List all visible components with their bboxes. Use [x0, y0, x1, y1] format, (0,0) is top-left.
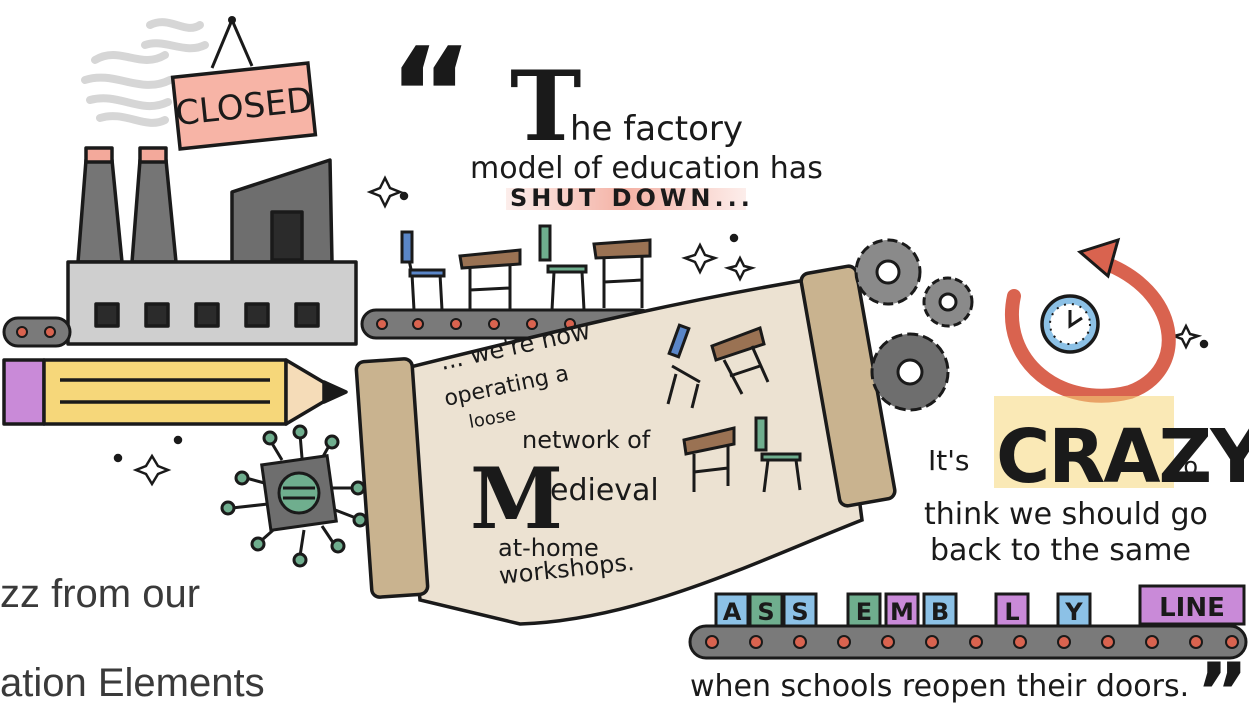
crazy-text: CRAZY	[996, 414, 1249, 500]
gears-icon	[854, 238, 974, 412]
assembly-letter: S	[791, 598, 808, 626]
assembly-letter: A	[723, 598, 742, 626]
quote-line-2: model of education has	[470, 151, 823, 186]
assembly-letter: E	[856, 598, 872, 626]
scroll-drop-cap: M	[470, 449, 563, 548]
open-quote-mark: “	[388, 19, 473, 171]
clock-icon	[1005, 237, 1176, 403]
smoke-icon	[81, 18, 209, 127]
quote-drop-cap: T	[510, 50, 581, 163]
sparkle-icon	[113, 175, 1209, 487]
scroll-line-6: at-home	[498, 534, 599, 562]
to-text: to	[1174, 452, 1198, 480]
close-quote-mark: ”	[1196, 646, 1249, 713]
scroll-text: ... we're now operating a loose network …	[437, 317, 658, 590]
scroll-line-5: edieval	[550, 473, 659, 508]
closing-line: when schools reopen their doors. ”	[690, 646, 1249, 713]
scroll	[354, 264, 897, 626]
quote-block: “ T he factory model of education has SH…	[388, 19, 823, 212]
background-text-line-2: ation Elements	[0, 661, 265, 705]
assembly-letter: B	[931, 598, 949, 626]
assembly-letter: S	[757, 598, 774, 626]
factory-icon	[66, 146, 358, 346]
background-text-line-1: zz from our	[0, 572, 201, 616]
chip-icon	[220, 424, 368, 568]
scattered-furniture	[666, 323, 802, 493]
its-text: It's	[928, 444, 970, 477]
assembly-letters: A S S E M B L Y LINE	[723, 593, 1225, 626]
quote-line-1: he factory	[570, 109, 743, 149]
assembly-letter: L	[1004, 598, 1019, 626]
pencil-icon	[2, 358, 348, 426]
right-line-2: think we should go	[924, 497, 1208, 532]
right-text: It's CRAZY to think we should go back to…	[924, 396, 1249, 568]
assembly-letter: Y	[1064, 598, 1083, 626]
right-line-3: back to the same	[930, 533, 1191, 568]
right-line-4: when schools reopen their doors.	[690, 669, 1189, 704]
scroll-line-4: network of	[522, 426, 651, 454]
closed-sign: CLOSED	[170, 16, 318, 151]
line-word: LINE	[1159, 593, 1225, 623]
classroom-furniture	[400, 224, 652, 311]
quote-line-3: SHUT DOWN...	[510, 184, 754, 212]
assembly-letter: M	[890, 598, 914, 626]
left-conveyor	[2, 316, 72, 348]
bottom-conveyor	[688, 624, 1248, 660]
